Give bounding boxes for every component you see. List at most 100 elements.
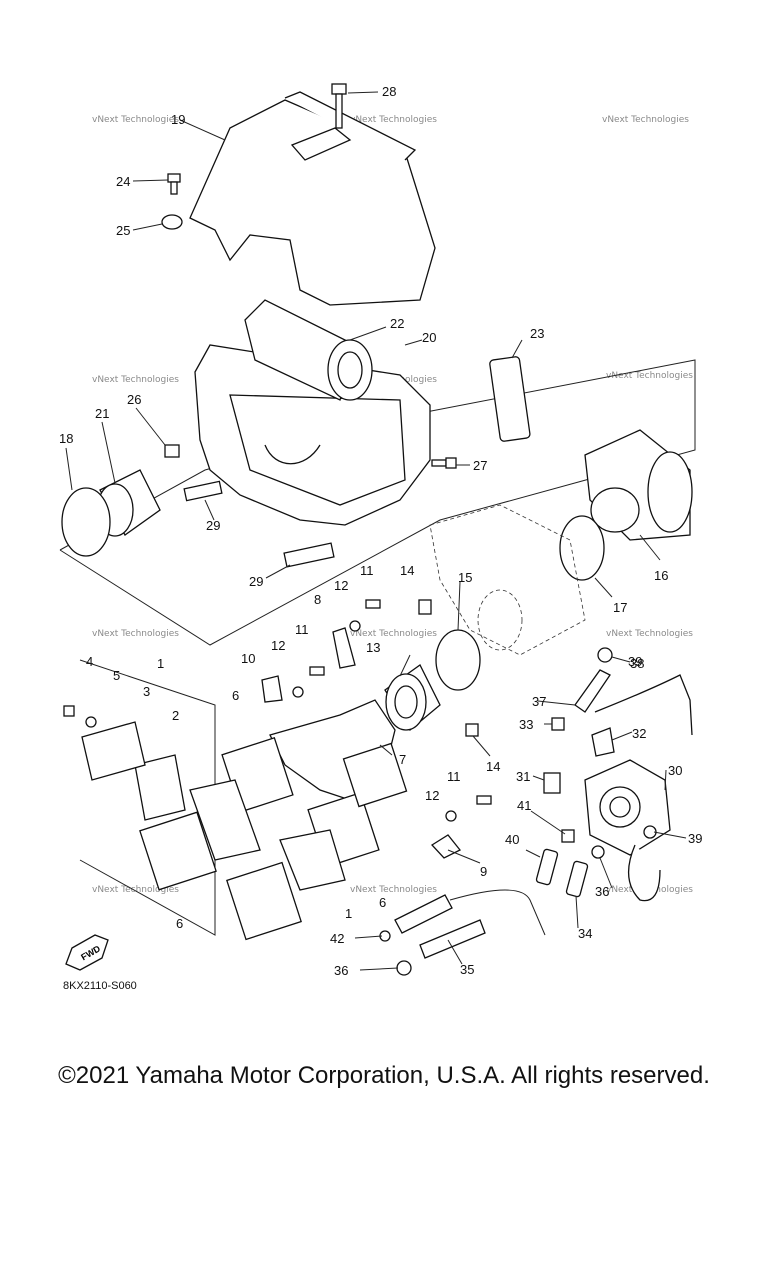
callout-41: 41 (517, 798, 531, 813)
hose-part (574, 669, 611, 713)
carburetor-joint-part (584, 429, 693, 541)
hose-part (394, 894, 453, 934)
callout-15: 15 (458, 570, 472, 585)
callout-26: 26 (127, 392, 141, 407)
air-filter-part (244, 299, 373, 401)
callout-20: 20 (422, 330, 436, 345)
callout-1: 1 (345, 906, 352, 921)
bolt-part (418, 599, 432, 615)
diagram-code: 8KX2110-S060 (63, 980, 137, 992)
watermark: vNext Technologies (350, 629, 437, 639)
callout-12: 12 (271, 638, 285, 653)
washer-part (349, 620, 361, 632)
callout-4: 4 (86, 654, 93, 669)
airbox-cover-part (189, 91, 436, 306)
reed-valve-part (189, 779, 261, 861)
watermark: vNext Technologies (92, 629, 179, 639)
clamp-part (591, 845, 605, 859)
watermark: vNext Technologies (606, 629, 693, 639)
callout-11: 11 (295, 622, 309, 637)
callout-29: 29 (249, 574, 263, 589)
corrugated-hose-part (419, 919, 486, 959)
callout-23: 23 (530, 326, 544, 341)
callout-10: 10 (241, 651, 255, 666)
callout-17: 17 (613, 600, 627, 615)
callout-37: 37 (532, 694, 546, 709)
bracket-part (332, 627, 356, 669)
parts-diagram: vNext Technologies vNext Technologies vN… (59, 83, 702, 978)
clamp-part (61, 487, 111, 557)
gasket-part (139, 811, 217, 891)
screw-part (167, 173, 181, 195)
callout-29: 29 (206, 518, 220, 533)
washer-part (292, 686, 304, 698)
callout-9: 9 (480, 864, 487, 879)
washer-part (85, 716, 97, 728)
bolt-part (431, 457, 457, 469)
gasket-part (342, 742, 408, 808)
nut-part (551, 717, 565, 731)
watermark: vNext Technologies (606, 371, 693, 381)
collar-part (543, 772, 561, 794)
callout-12: 12 (425, 788, 439, 803)
watermark: vNext Technologies (92, 885, 179, 895)
callout-27: 27 (473, 458, 487, 473)
leader-lines (65, 91, 687, 971)
holder-part (261, 675, 283, 703)
callout-36: 36 (334, 963, 348, 978)
callout-11: 11 (447, 769, 461, 784)
corrugated-hose-part (594, 674, 693, 736)
callout-31: 31 (516, 769, 530, 784)
callout-11: 11 (360, 563, 374, 578)
washer-part (445, 810, 457, 822)
callout-33: 33 (519, 717, 533, 732)
watermark: vNext Technologies (350, 115, 437, 125)
clamp-part (435, 629, 481, 691)
callout-30: 30 (668, 763, 682, 778)
callout-14: 14 (486, 759, 500, 774)
callout-35: 35 (460, 962, 474, 977)
callout-6: 6 (176, 916, 183, 931)
reed-petal-part (134, 754, 186, 821)
callout-2: 2 (172, 708, 179, 723)
callout-19: 19 (171, 112, 185, 127)
watermark: vNext Technologies (92, 115, 179, 125)
watermark: vNext Technologies (350, 885, 437, 895)
clamp-part (559, 515, 605, 581)
fitting-part (561, 829, 575, 843)
nut-part (164, 444, 180, 458)
callout-42: 42 (330, 931, 344, 946)
bolt-part (309, 666, 325, 676)
reed-valve-part (279, 829, 346, 891)
pad-part (183, 480, 223, 502)
bolt-part (476, 795, 492, 805)
filter-cap-part (489, 356, 531, 442)
callout-28: 28 (382, 84, 396, 99)
callout-18: 18 (59, 431, 73, 446)
callout-14: 14 (400, 563, 414, 578)
callout-22: 22 (390, 316, 404, 331)
fwd-arrow: FWD (65, 934, 109, 971)
callout-38: 38 (630, 656, 644, 671)
callout-12: 12 (334, 578, 348, 593)
callout-34: 34 (578, 926, 592, 941)
gasket-part (226, 861, 302, 941)
fuel-pump-part (584, 759, 671, 856)
hose-part (565, 860, 589, 898)
callout-25: 25 (116, 223, 130, 238)
callout-24: 24 (116, 174, 130, 189)
callout-13: 13 (366, 640, 380, 655)
callout-39: 39 (628, 654, 642, 669)
bracket-part (591, 727, 615, 757)
callout-5: 5 (113, 668, 120, 683)
intake-manifold-part (384, 664, 441, 731)
watermark: vNext Technologies (602, 115, 689, 125)
clip-part (430, 834, 462, 859)
bolt-part (365, 599, 381, 609)
callout-39: 39 (688, 831, 702, 846)
bolt-part (331, 83, 347, 129)
callout-40: 40 (505, 832, 519, 847)
callout-32: 32 (632, 726, 646, 741)
callout-21: 21 (95, 406, 109, 421)
carburetor-outline (429, 504, 586, 656)
